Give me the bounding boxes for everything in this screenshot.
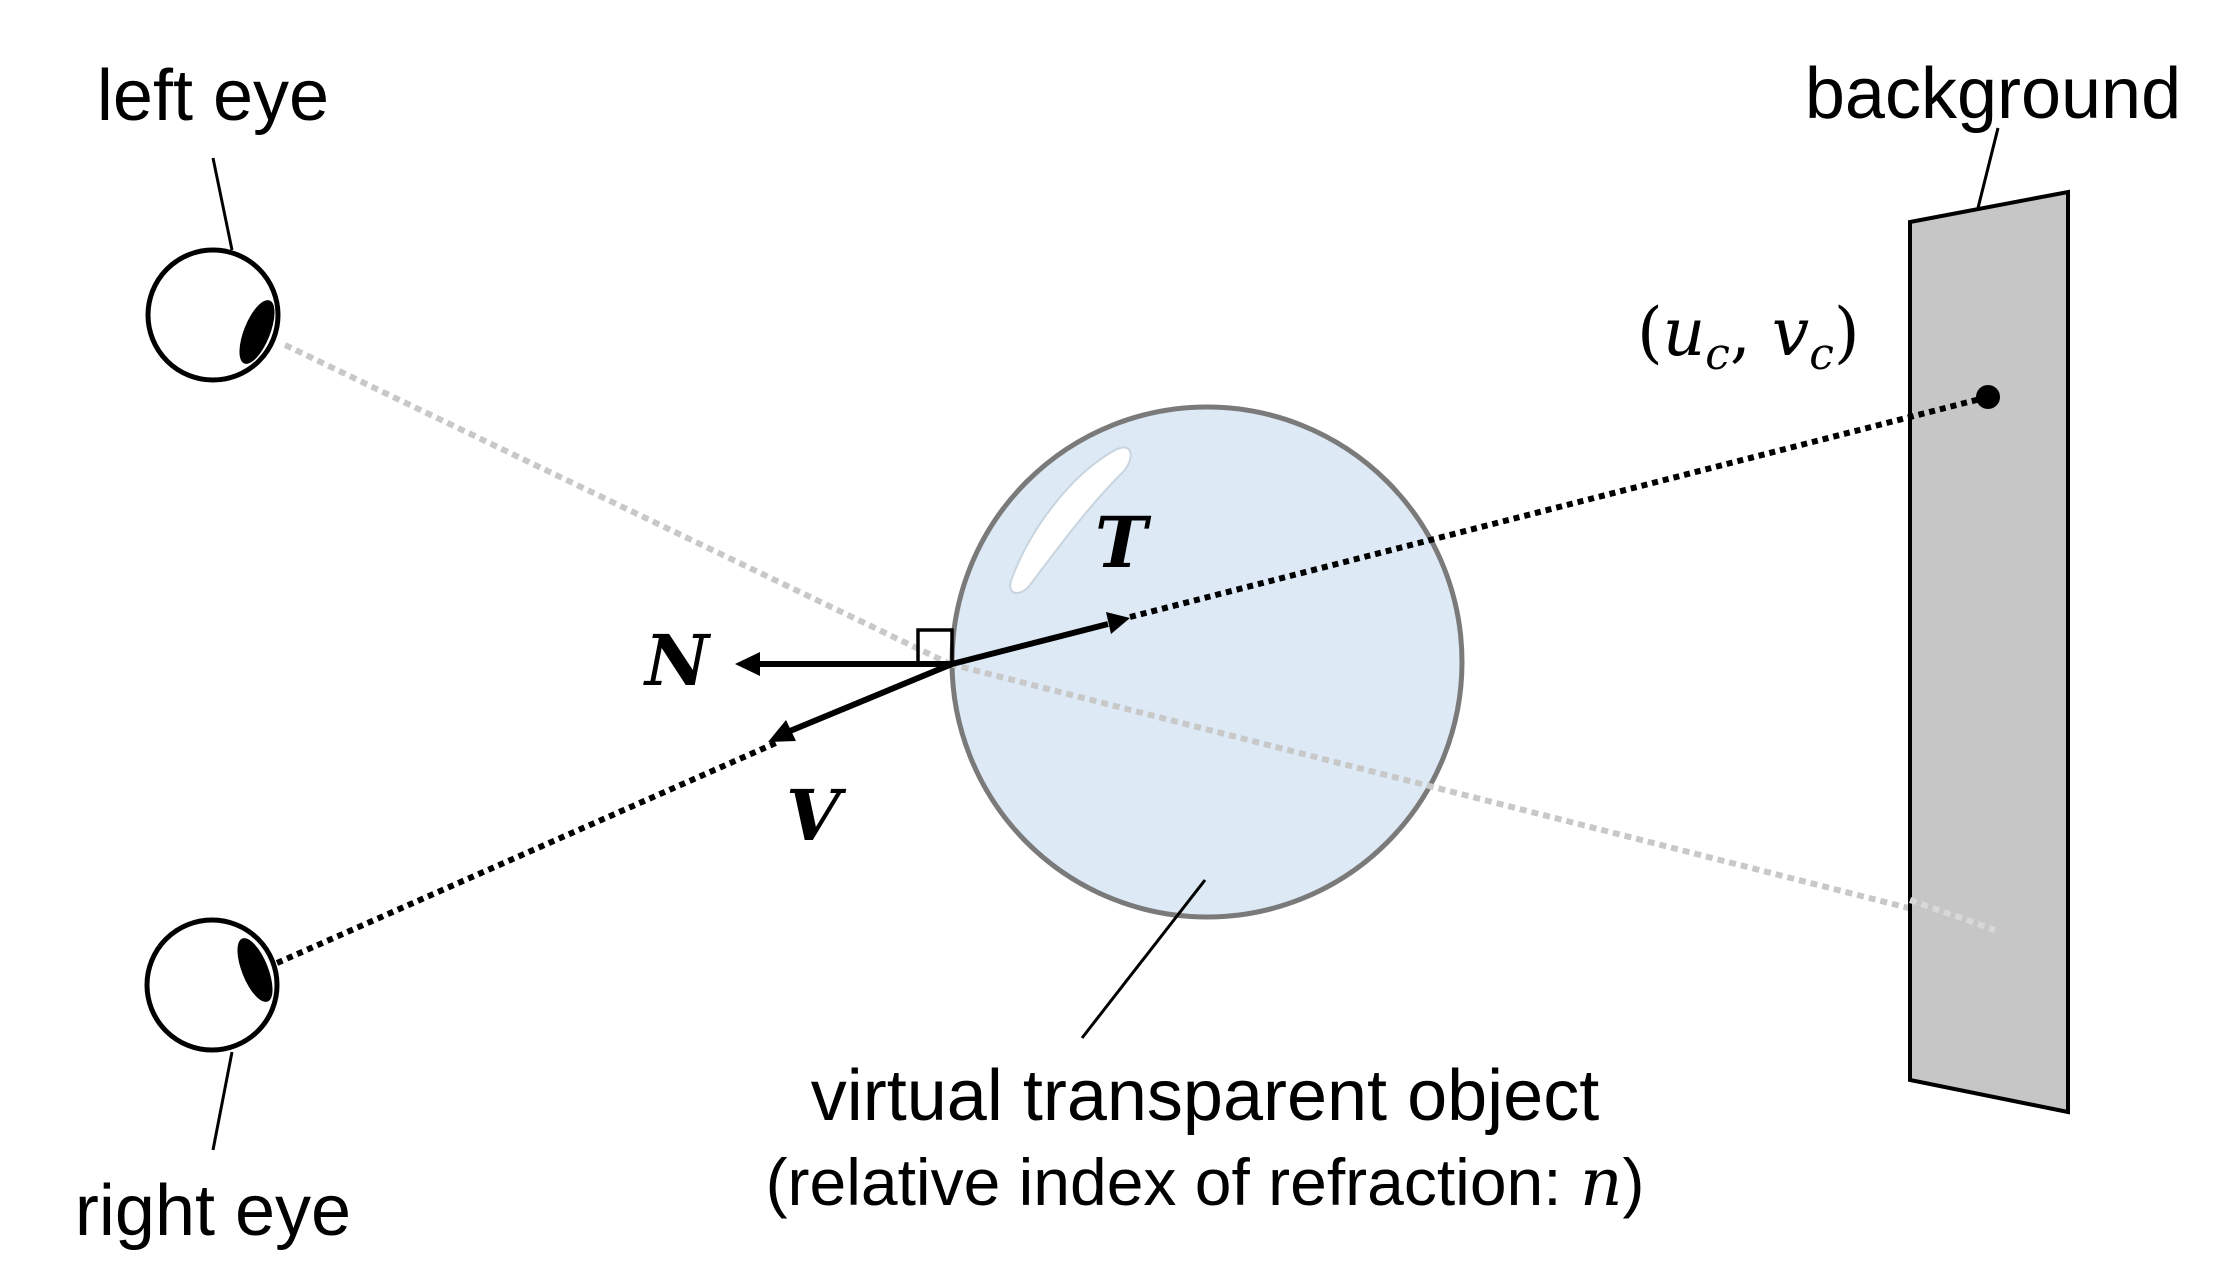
background-panel <box>1908 189 2070 1115</box>
right-angle-marker <box>916 628 954 664</box>
background-leader <box>1976 127 2000 209</box>
transmitted-arrow-head <box>1106 612 1130 634</box>
point-label: (uc, vc) <box>1637 294 1860 380</box>
object-highlight <box>1009 446 1132 594</box>
normal-arrow-head <box>735 652 760 676</box>
left-eye-label: left eye <box>97 56 329 136</box>
transparent-object <box>949 404 1465 920</box>
left-eye-icon <box>145 247 281 383</box>
ray-refracted-to-background <box>1129 394 1989 620</box>
left-eye-leader <box>211 157 234 251</box>
transmitted-arrow-line <box>951 621 1109 667</box>
view-arrow-line <box>788 661 954 734</box>
right-eye-label: right eye <box>75 1171 351 1251</box>
object-leader <box>1080 879 1207 1039</box>
right-eye-icon <box>144 917 280 1053</box>
faint-ray-on-panel <box>1909 897 1996 933</box>
transmitted-vector-label: T <box>1095 501 1152 584</box>
refraction-index-var: n <box>1580 1144 1623 1221</box>
object-label-line2: (relative index of refraction: n) <box>766 1144 1645 1221</box>
faint-ray-left-eye <box>283 342 952 667</box>
ray-right-eye-to-surface <box>275 739 780 966</box>
background-point <box>1976 385 2000 409</box>
object-label-line1: virtual transparent object <box>811 1056 1599 1136</box>
normal-vector-label: N <box>643 619 712 702</box>
view-vector-label: V <box>786 774 847 857</box>
right-eye-leader <box>211 1051 234 1151</box>
background-label: background <box>1805 54 2181 134</box>
view-arrow-head <box>768 720 796 742</box>
